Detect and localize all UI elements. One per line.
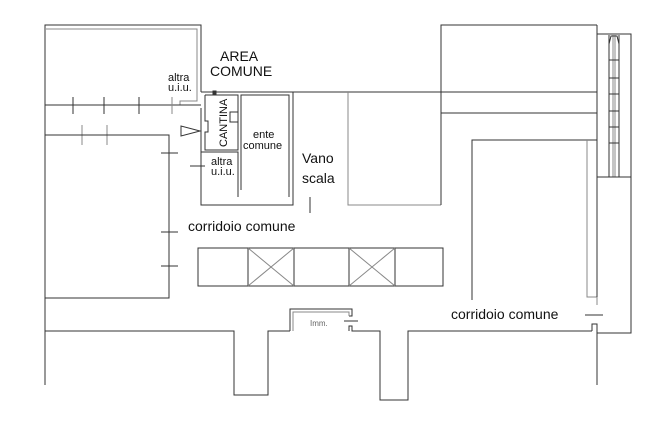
walls: [44, 24, 632, 401]
altra-uiu-label-2: u.i.u.: [168, 82, 192, 94]
ente-comune-label: ente: [253, 129, 274, 141]
area-comune-label-2: COMUNE: [210, 63, 272, 79]
corridoio-comune-right-label: corridoio comune: [451, 306, 559, 322]
altra-uiu-low-label-2: u.i.u.: [211, 166, 235, 178]
vano-scala-label-2: scala: [302, 170, 335, 186]
entrance-arrow-icon: [180, 125, 202, 137]
altra-uiu-label: altra: [168, 72, 190, 84]
vano-scala-label: Vano: [302, 150, 334, 166]
area-comune-label: AREA: [220, 48, 259, 64]
altra-uiu-low-label: altra: [211, 156, 233, 168]
labels: AREA COMUNE altra u.i.u. CANTINA ente co…: [168, 48, 559, 328]
cantina-label: CANTINA: [218, 98, 230, 147]
corridoio-comune-label: corridoio comune: [188, 218, 296, 234]
ente-comune-label-2: comune: [243, 140, 282, 152]
imm-label: Imm.: [310, 319, 328, 328]
